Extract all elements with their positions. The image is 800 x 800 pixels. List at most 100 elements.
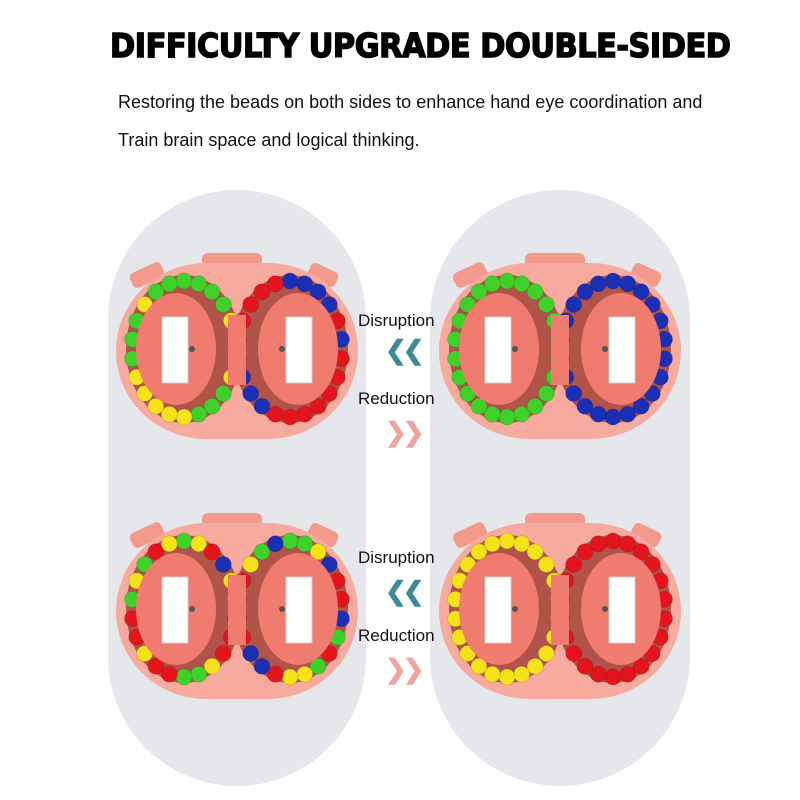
- bead: [604, 668, 622, 686]
- bead: [589, 535, 607, 553]
- bead: [619, 535, 637, 553]
- bead: [619, 275, 637, 293]
- screw: [189, 346, 195, 352]
- window: [285, 316, 313, 384]
- bead: [296, 535, 314, 553]
- window: [161, 316, 189, 384]
- center-bar: [228, 575, 246, 645]
- bead: [526, 397, 544, 415]
- bead: [526, 283, 544, 301]
- bead: [281, 668, 299, 686]
- bead: [160, 535, 178, 553]
- bead: [296, 405, 314, 423]
- bead: [565, 645, 583, 662]
- bead: [604, 272, 622, 290]
- screw: [189, 606, 195, 612]
- bead: [589, 405, 607, 423]
- bead: [266, 535, 284, 553]
- double-chevron-left-icon: ❮❮: [385, 335, 425, 365]
- bead: [483, 535, 501, 553]
- bead: [483, 405, 501, 423]
- double-chevron-left-icon: ❮❮: [385, 576, 425, 606]
- page-title: DIFFICULTY UPGRADE DOUBLE-SIDED: [109, 25, 731, 66]
- bead: [175, 408, 193, 426]
- bead: [604, 408, 622, 426]
- bead: [498, 272, 516, 290]
- side-tab: [630, 523, 662, 547]
- bead: [632, 283, 650, 301]
- side-tab: [129, 262, 165, 288]
- bead: [632, 543, 650, 561]
- bead: [589, 275, 607, 293]
- bead: [175, 668, 193, 686]
- bead: [537, 556, 555, 573]
- screw: [279, 606, 285, 612]
- bead: [203, 283, 221, 301]
- bead: [565, 556, 583, 573]
- side-tab: [452, 522, 488, 548]
- bead: [632, 657, 650, 675]
- bead: [281, 408, 299, 426]
- bead: [513, 665, 531, 683]
- side-tab: [307, 523, 339, 547]
- bead: [242, 385, 260, 402]
- bead: [214, 556, 232, 573]
- double-chevron-right-icon: ❯❯: [385, 417, 425, 447]
- bead: [513, 405, 531, 423]
- bead: [498, 668, 516, 686]
- bead: [498, 532, 516, 550]
- side-tab: [129, 522, 165, 548]
- bead: [576, 657, 594, 675]
- window: [608, 576, 636, 644]
- bead: [266, 665, 284, 683]
- bead: [253, 283, 271, 301]
- bead: [483, 275, 501, 293]
- bead: [190, 275, 208, 293]
- subtitle-line-2: Train brain space and logical thinking.: [118, 130, 420, 150]
- bead: [253, 543, 271, 561]
- bead: [309, 657, 327, 675]
- bead: [266, 405, 284, 423]
- bead: [589, 665, 607, 683]
- bead: [483, 665, 501, 683]
- bead: [565, 296, 583, 313]
- bead: [309, 283, 327, 301]
- bead: [470, 543, 488, 561]
- bead: [147, 283, 165, 301]
- bead: [309, 543, 327, 561]
- bead: [253, 397, 271, 415]
- bead: [576, 397, 594, 415]
- bead: [576, 283, 594, 301]
- subtitle-line-1: Restoring the beads on both sides to enh…: [118, 92, 703, 112]
- bead: [175, 532, 193, 550]
- bottom-right-toy-solved: [439, 513, 681, 699]
- bead: [190, 405, 208, 423]
- bead: [526, 657, 544, 675]
- bead: [160, 665, 178, 683]
- side-tab: [630, 263, 662, 287]
- bead: [619, 665, 637, 683]
- bead: [281, 532, 299, 550]
- bead: [470, 283, 488, 301]
- bead: [214, 296, 232, 313]
- double-chevron-right-icon: ❯❯: [385, 654, 425, 684]
- bead: [565, 385, 583, 402]
- window: [161, 576, 189, 644]
- bead: [309, 397, 327, 415]
- bead: [619, 405, 637, 423]
- bead: [537, 645, 555, 662]
- screw: [512, 346, 518, 352]
- bead: [214, 645, 232, 662]
- bead: [470, 657, 488, 675]
- screw: [512, 606, 518, 612]
- bead: [632, 397, 650, 415]
- reduction-label: Reduction: [358, 626, 435, 645]
- screw: [602, 606, 608, 612]
- bead: [160, 405, 178, 423]
- bead: [242, 645, 260, 662]
- bead: [190, 665, 208, 683]
- bead: [296, 665, 314, 683]
- bead: [576, 543, 594, 561]
- bead: [253, 657, 271, 675]
- screw: [279, 346, 285, 352]
